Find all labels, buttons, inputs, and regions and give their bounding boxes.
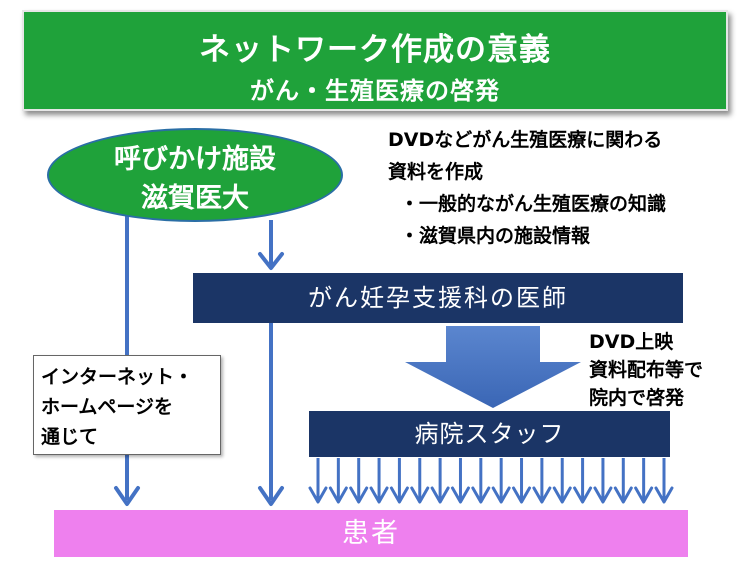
small-arrow xyxy=(349,458,369,504)
small-arrow xyxy=(450,458,470,504)
small-arrow xyxy=(471,458,491,504)
small-arrow xyxy=(410,458,430,504)
small-arrow xyxy=(593,458,613,504)
origin-line-2: 滋賀医大 xyxy=(141,183,249,214)
internet-note-box: インターネット・ ホームページを 通じて xyxy=(33,355,221,455)
small-arrow xyxy=(369,458,389,504)
patient-node: 患者 xyxy=(54,510,688,557)
dvd-note-line-3: 院内で啓発 xyxy=(589,387,685,409)
small-arrow xyxy=(512,458,532,504)
big-down-arrow xyxy=(405,326,581,408)
internet-note-line-2: ホームページを xyxy=(41,396,174,418)
staff-to-patient-arrows xyxy=(308,458,674,504)
small-arrow xyxy=(430,458,450,504)
small-arrow xyxy=(389,458,409,504)
dvd-note-line-1: DVD上映 xyxy=(589,331,674,353)
note-bullet-2: ・滋賀県内の施設情報 xyxy=(400,225,591,247)
origin-to-doctor-arrow xyxy=(258,220,284,270)
small-arrow xyxy=(491,458,511,504)
small-arrow xyxy=(328,458,348,504)
small-arrow xyxy=(634,458,654,504)
small-arrow xyxy=(532,458,552,504)
small-arrow xyxy=(308,458,328,504)
page-subtitle: がん・生殖医療の啓発 xyxy=(250,77,500,105)
small-arrow xyxy=(573,458,593,504)
internet-note-line-1: インターネット・ xyxy=(41,366,194,388)
note-line-2: 資料を作成 xyxy=(388,161,484,183)
small-arrow xyxy=(654,458,674,504)
internet-note-line-3: 通じて xyxy=(41,426,99,448)
small-arrow xyxy=(552,458,572,504)
doctor-node: がん妊孕支援科の医師 xyxy=(193,273,683,323)
dvd-note-line-2: 資料配布等で xyxy=(589,359,704,381)
note-line-1: DVDなどがん生殖医療に関わる xyxy=(388,129,663,151)
origin-line-1: 呼びかけ施設 xyxy=(114,144,276,175)
note-bullet-1: ・一般的ながん生殖医療の知識 xyxy=(400,193,667,215)
staff-node: 病院スタッフ xyxy=(309,411,670,457)
doctor-to-patient-arrow xyxy=(258,323,284,506)
title-banner: ネットワーク作成の意義 がん・生殖医療の啓発 xyxy=(22,10,728,111)
small-arrow xyxy=(613,458,633,504)
page-title: ネットワーク作成の意義 xyxy=(199,32,551,68)
origin-node: 呼びかけ施設 滋賀医大 xyxy=(47,128,343,222)
